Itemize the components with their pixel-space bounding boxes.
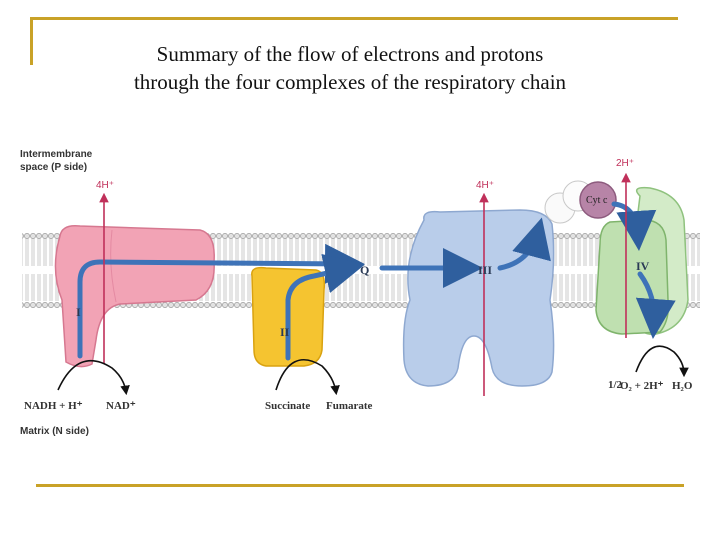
curve-succinate (275, 358, 340, 396)
proton-label-complex-i: 4H⁺ (96, 180, 114, 191)
oxygen-label: O₂ + 2H⁺ (620, 380, 664, 392)
frame-top-rule (30, 17, 678, 20)
complex-iii (402, 209, 555, 387)
title-line-2: through the four complexes of the respir… (133, 70, 567, 94)
oxygen-half-label: 1/2 (608, 379, 623, 391)
title-line-1: Summary of the flow of electrons and pro… (156, 42, 544, 66)
frame-bottom-rule (36, 484, 684, 487)
intermembrane-label-line-2: space (P side) (20, 162, 87, 173)
intermembrane-label-line-1: Intermembrane (20, 149, 93, 160)
fumarate-label: Fumarate (326, 400, 373, 412)
curve-oxygen (635, 345, 689, 378)
complex-i-label: I (76, 305, 81, 319)
electron-flow (77, 201, 676, 361)
frame-left-rule (30, 17, 33, 65)
electron-arrow-complex-i (77, 243, 365, 359)
cytc-label: Cyt c (586, 195, 608, 206)
reaction-curves (57, 345, 689, 396)
nadh-label: NADH + H⁺ (24, 400, 83, 412)
succinate-label: Succinate (265, 400, 310, 412)
electron-arrow-complex-ii (285, 253, 365, 361)
matrix-label: Matrix (N side) (20, 426, 89, 437)
cytc-protein (579, 181, 617, 219)
curve-nadh (57, 359, 130, 396)
proton-label-complex-iii: 4H⁺ (476, 180, 494, 191)
nad-label: NAD⁺ (106, 400, 136, 412)
proton-label-complex-iv: 2H⁺ (616, 158, 634, 169)
proton-pumping (99, 172, 631, 396)
ubiquinone-label: Q (360, 263, 369, 277)
electron-arrow-cytc-to-iv (611, 201, 657, 251)
electron-arrow-within-iv (635, 271, 676, 339)
complex-ii-label: II (280, 325, 290, 339)
complex-iii-label: III (478, 263, 492, 277)
electron-arrow-iii-to-cytc (497, 217, 551, 271)
complex-iv-label: IV (636, 259, 650, 273)
slide-title: Summary of the flow of electrons and pro… (40, 40, 660, 96)
water-label: H₂O (672, 380, 693, 392)
